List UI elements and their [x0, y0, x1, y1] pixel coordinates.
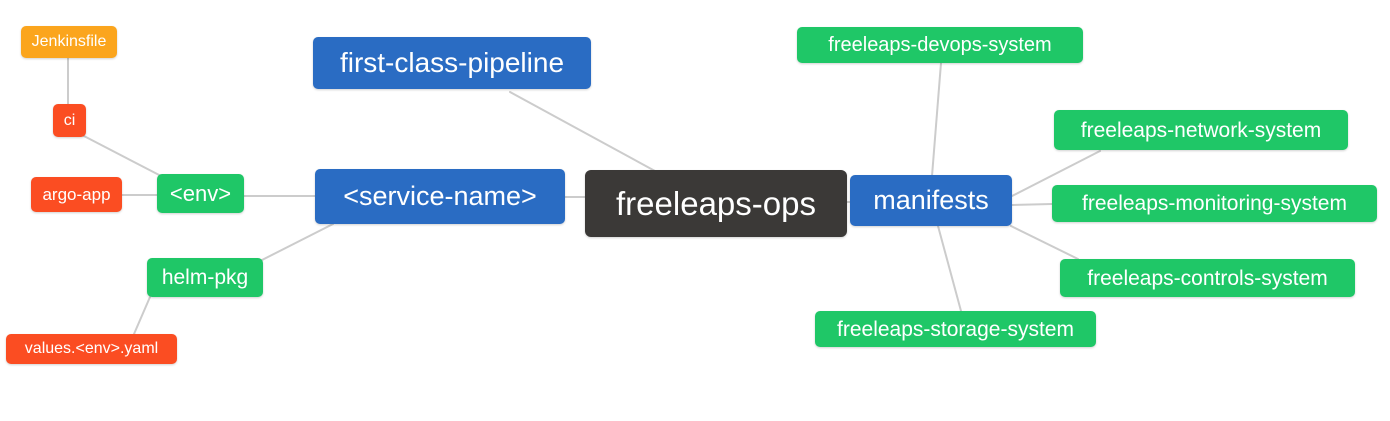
node-service-name[interactable]: <service-name> — [315, 169, 565, 224]
edge-manifests-controls — [1010, 225, 1079, 260]
edge-manifests-monitoring — [1011, 203, 1053, 206]
edge-first-class-pipeline-root — [509, 91, 656, 172]
edge-manifests-network — [1011, 150, 1101, 197]
node-env[interactable]: <env> — [157, 174, 244, 213]
node-freeleaps-network-system[interactable]: freeleaps-network-system — [1054, 110, 1348, 150]
node-freeleaps-monitoring-system[interactable]: freeleaps-monitoring-system — [1052, 185, 1377, 222]
node-manifests[interactable]: manifests — [850, 175, 1012, 226]
node-freeleaps-controls-system[interactable]: freeleaps-controls-system — [1060, 259, 1355, 297]
edge-helm-pkg-values — [133, 296, 151, 335]
edge-manifests-storage — [937, 225, 962, 312]
node-helm-pkg[interactable]: helm-pkg — [147, 258, 263, 297]
node-values-env-yaml[interactable]: values.<env>.yaml — [6, 334, 177, 364]
node-root-freeleaps-ops[interactable]: freeleaps-ops — [585, 170, 847, 237]
node-jenkinsfile[interactable]: Jenkinsfile — [21, 26, 117, 58]
node-freeleaps-storage-system[interactable]: freeleaps-storage-system — [815, 311, 1096, 347]
node-freeleaps-devops-system[interactable]: freeleaps-devops-system — [797, 27, 1083, 63]
node-argo-app[interactable]: argo-app — [31, 177, 122, 212]
edge-service-name-helm-pkg — [261, 223, 334, 261]
node-ci[interactable]: ci — [53, 104, 86, 137]
node-first-class-pipeline[interactable]: first-class-pipeline — [313, 37, 591, 89]
edge-ci-env — [81, 134, 164, 178]
edge-manifests-devops — [931, 62, 942, 177]
